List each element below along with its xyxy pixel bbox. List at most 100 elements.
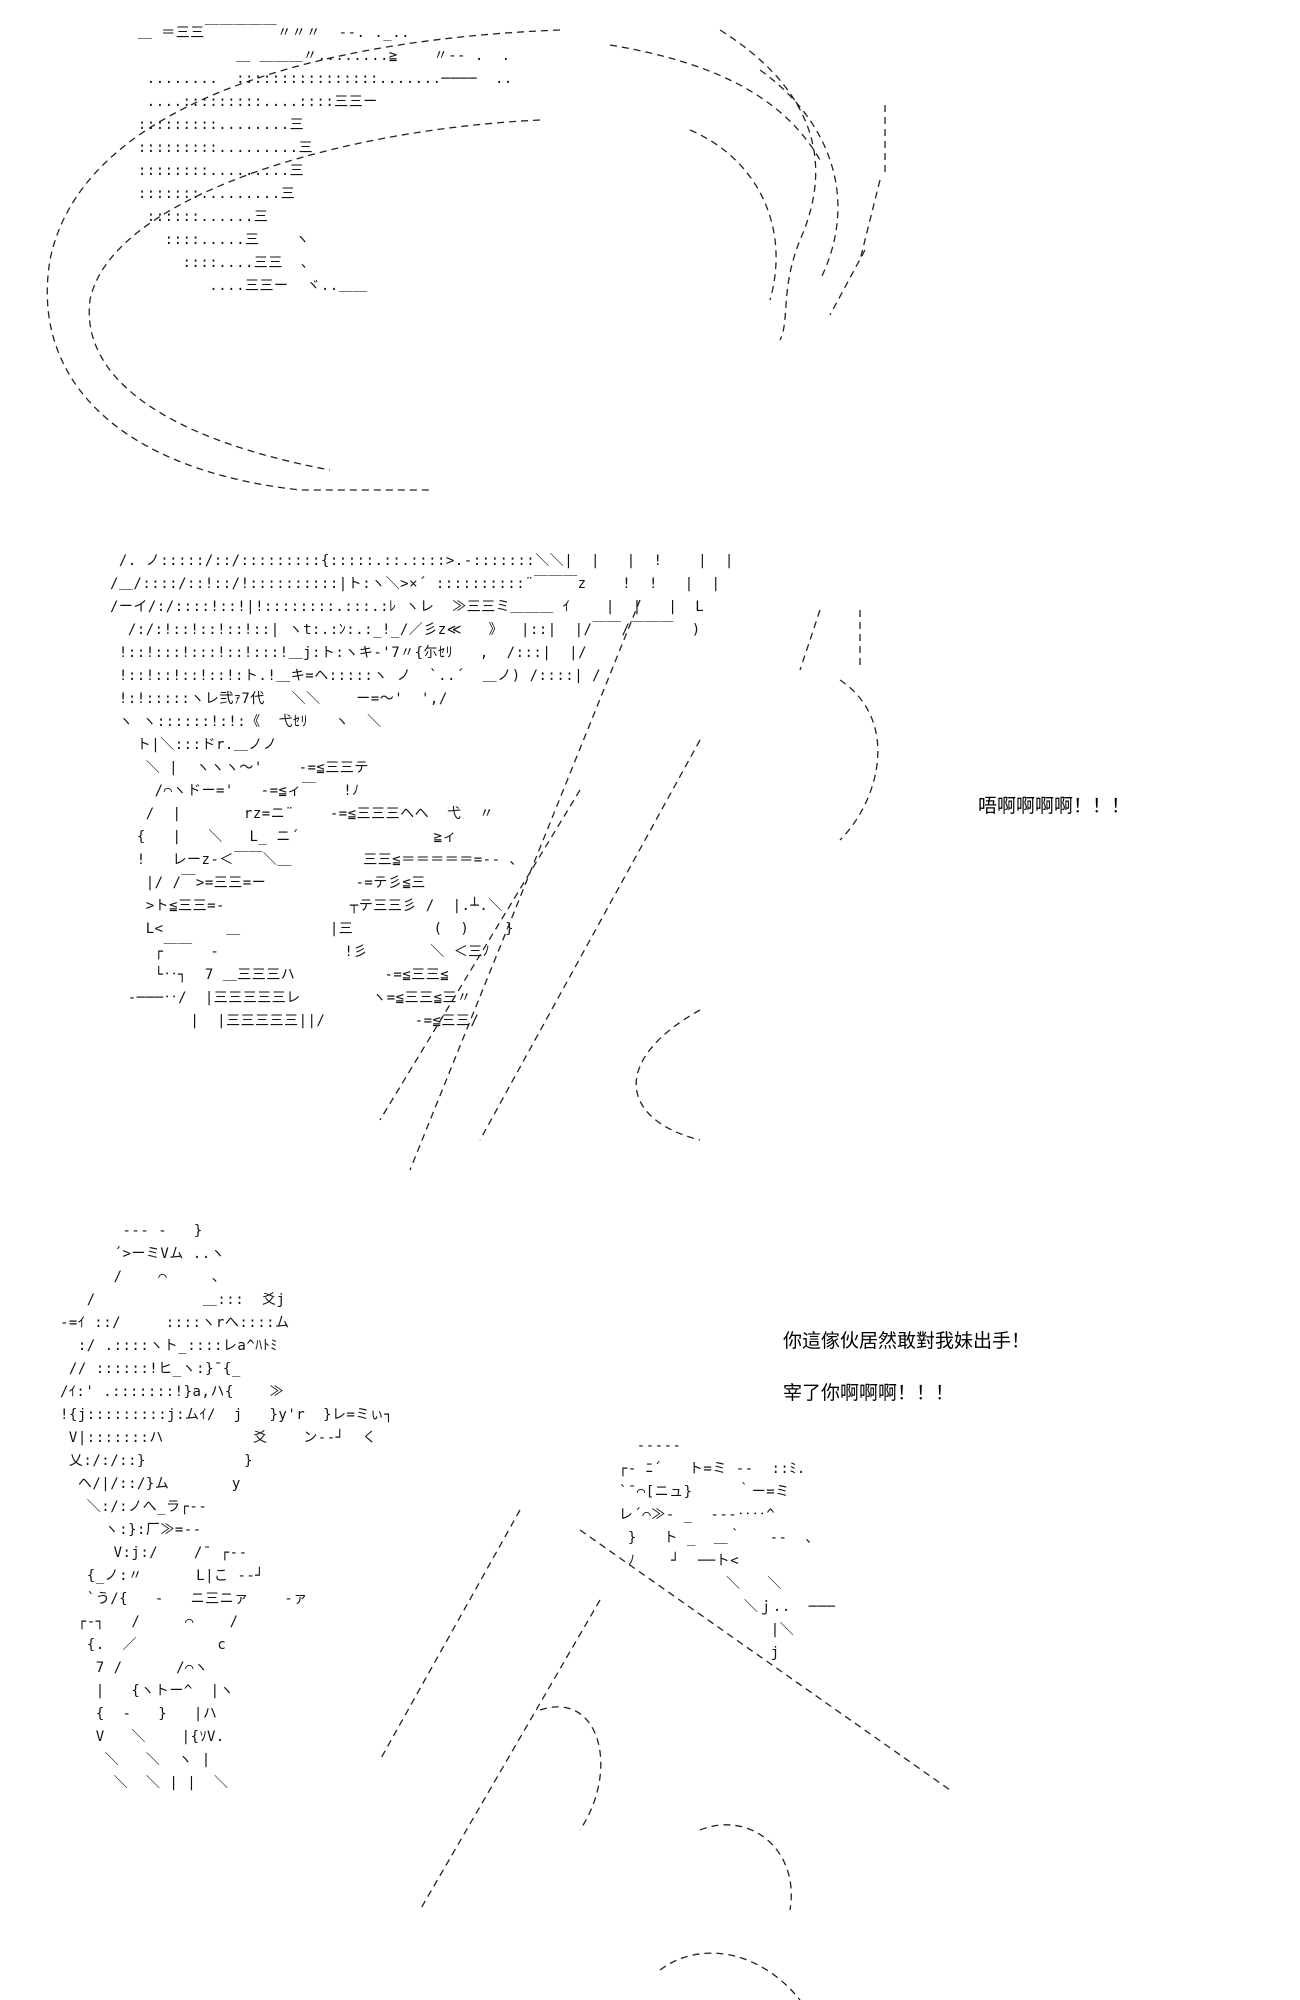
ascii-art-line: V|:::::::ハ 爻 ン--┘ く (60, 1430, 377, 1446)
ascii-art-line: ＼ ＼ | | ＼ (60, 1775, 229, 1791)
ascii-art-line: ┌‐ ﾆ´ ト=ミ ‐‐ ::ﾐ. (610, 1461, 806, 1477)
ascii-art-line: ::::.....三 ヽ (120, 232, 310, 248)
motion-line (799, 609, 821, 671)
swirl-upper-stroke (609, 44, 821, 161)
ascii-art-line: // ::::::!ヒ_ヽ:}¯{_ (60, 1361, 241, 1377)
motion-line (419, 1599, 601, 1911)
ascii-art-line: ＼ ＼ ヽ | (60, 1752, 211, 1768)
swirl-bar-2 (859, 179, 881, 261)
motion-curve (839, 679, 879, 841)
panel-scream: /. ノ:::::/::/:::::::::{:::::.::.::::>.‐:… (0, 540, 1300, 1180)
attack-lines (379, 1509, 951, 2000)
ascii-art-line: ヘ/|/::/}ム y (60, 1476, 241, 1492)
ascii-art-line: |/ /￣>=三三=ー -=テ彡≦三 (110, 875, 426, 891)
swirl-inner-arc (88, 119, 541, 471)
motion-line (379, 789, 581, 1121)
ascii-art-line: ト|＼:::ドr.＿ノノ (110, 737, 278, 753)
ascii-art-line: ....:::::::::....::::三三ー (120, 94, 378, 110)
ascii-art-line: -=ｲ ::/ ::::ヽrへ::::ム (60, 1315, 290, 1331)
ascii-art-line: ヽ ヽ::::::!:!:《 弋ｾﾘ ヽ ＼ (110, 714, 382, 730)
ascii-art-line: ::::....三三 、 (120, 255, 316, 271)
ascii-art-line: {. ／ c (60, 1637, 227, 1653)
ascii-art-line: └‥┐ 7 ＿三三三ハ -=≦三三≦ (110, 967, 450, 983)
ascii-art-line: ‐‐‐‐‐ (610, 1438, 682, 1454)
motion-lines (379, 599, 879, 1171)
ascii-art-line: ........ ::::::::::::::::.......──── .. (120, 71, 513, 87)
ascii-art-line: L< ＿ |三 ( ) } (110, 921, 515, 937)
ascii-art-line: >ト≦三三=- ┬テ三三彡 / |.┴.＼ (110, 898, 503, 914)
ascii-art-line: 7 / /⌒ヽ (60, 1660, 209, 1676)
dialogue-scream: 唔啊啊啊啊！！！ (978, 795, 1131, 817)
swirl-bar-3 (829, 249, 866, 316)
ascii-art-line: | {ヽトー^ |ヽ (60, 1683, 235, 1699)
motion-line (409, 599, 641, 1171)
ascii-art-line: --- - } (60, 1223, 203, 1239)
ascii-art-line: ＼ ＼ (610, 1576, 782, 1592)
fist-curve (539, 1706, 602, 1831)
ascii-art-line: 乂:/:/::} } (60, 1453, 254, 1469)
ascii-art-line: !::!:::!:::!::!:::!＿j:ト:ヽキ-'7〃{尓ｾﾘ , /::… (110, 645, 588, 661)
ascii-art-line: ＿ ＝三三￣￣￣￣￣〃〃〃 ‐‐. ._.. (120, 25, 411, 41)
ascii-art-line: ::::::......三 (120, 209, 269, 225)
fist-curve (699, 1824, 792, 1911)
ascii-art-line: ＼ | ヽヽヽ～' -=≦三三テ (110, 760, 369, 776)
ascii-art-line: / ⌒ 、 (60, 1269, 227, 1285)
swirl-right-stroke-1 (719, 29, 817, 341)
ascii-art-line: ＼:/:ノへ_ラ┌‐‐ (60, 1499, 208, 1515)
ascii-art-line: `¯⌒[ニュ} ｀ー=ミ (610, 1484, 790, 1500)
dialogue-line-2: 宰了你啊啊啊！！！ (783, 1382, 955, 1404)
panel-attack: --- - } ´>ーミVム ..ヽ / ⌒ 、 / ＿::: 爻j-=ｲ ::… (0, 1210, 1300, 2000)
ascii-art-line: j (610, 1645, 780, 1661)
swirl-right-stroke-2 (759, 69, 839, 281)
panel-swirl: ＿ ＝三三￣￣￣￣￣〃〃〃 ‐‐. ._.. ＿ ＿＿＿〃........≧ 〃… (0, 0, 1300, 540)
ascii-art-line: |＼ (610, 1622, 795, 1638)
ascii-art-line: /:/:!::!::!::!::| ヽt:.:ﾝ:.:_!_/／彡z≪ 》 |:… (110, 622, 701, 638)
ascii-art-line: { | ＼ L_ ニ´ ≧ィ (110, 829, 458, 845)
attack-ascii-art-right: ‐‐‐‐‐ ┌‐ ﾆ´ ト=ミ ‐‐ ::ﾐ. `¯⌒[ニュ} ｀ー=ミ レ´⌒… (610, 1435, 835, 1665)
ascii-art-line: ┌￣￣ - !彡 ＼ ＜三ﾉ (110, 944, 491, 960)
ascii-art-line: :/ .::::ヽト_::::レa^ﾊﾄﾐ (60, 1338, 278, 1354)
ascii-art-line: / | rz=ニ¨ -=≦三三三ヘヘ 弋 〃 (110, 806, 494, 822)
ascii-art-line: /ｲ:' .:::::::!}a,ハ{ ≫ (60, 1384, 285, 1400)
ascii-art-line: /⌒ヽドー=' -=≦ィ￣ !ﾉ (110, 783, 360, 799)
motion-line (379, 1509, 521, 1761)
ascii-art-line: レ´⌒≫‐ _ ‐‐‐‥‥^ (610, 1507, 776, 1523)
ascii-art-line: {_ノ:〃 L|こ ‐‐┘ (60, 1568, 265, 1584)
ascii-art-line: V:j:/ /¯ ┌‐‐ (60, 1545, 248, 1561)
motion-line (579, 1529, 951, 1791)
ascii-art-line: ＼ｊ.. ─── (610, 1599, 836, 1615)
ascii-art-line: !::!::!::!::!:ト.!＿キ=ヘ:::::ヽ ノ `..´ ＿ノ) /… (110, 668, 602, 684)
ascii-art-line: ┌‐┐ / ⌒ / (60, 1614, 239, 1630)
ascii-art-line: ヽ:}:厂≫=-- (60, 1522, 202, 1538)
swirl-right-stroke-3 (689, 129, 777, 301)
swirl-strokes (46, 29, 886, 491)
attack-ascii-art: --- - } ´>ーミVム ..ヽ / ⌒ 、 / ＿::: 爻j-=ｲ ::… (60, 1220, 393, 1795)
ascii-art-line: :::::::::........三 (120, 117, 305, 133)
swirl-ascii-art: ＿ ＝三三￣￣￣￣￣〃〃〃 ‐‐. ._.. ＿ ＿＿＿〃........≧ 〃… (120, 22, 513, 298)
ascii-art-line: V ＼ |{ｿV. (60, 1729, 225, 1745)
motion-line (479, 739, 701, 1141)
ascii-art-line: `う/{ - ニ三ニァ ‐ァ (60, 1591, 308, 1607)
ascii-art-line: !{j:::::::::j:ムｲ/ j }y'r }レ=ミぃ┐ (60, 1407, 394, 1423)
scream-ascii-art: /. ノ:::::/::/:::::::::{:::::.::.::::>.‐:… (110, 550, 734, 1033)
ascii-art-line: :::::::::.........三 (120, 140, 314, 156)
ascii-art-line: /ーイ/:/::::!::!|!::::::::.:::.:ﾚ ヽレ ≫三三ミ＿… (110, 599, 705, 615)
ascii-art-line: { ‐ } |ハ (60, 1706, 218, 1722)
ascii-art-line: ....三三ー ヾ..＿＿ (120, 278, 368, 294)
ascii-art-line: ::::::::.........三 (120, 163, 305, 179)
ascii-art-line: /＿/::::/::!::/!::::::::::|ト:ヽ＼>×´ ::::::… (110, 576, 721, 592)
ascii-art-line: ﾉ ┘ ──ト< (610, 1553, 740, 1569)
ascii-art-line: ! レーz-＜￣￣＼＿ 三三≦＝＝＝＝＝=-‐ 、 (110, 852, 524, 868)
ascii-art-line: / ＿::: 爻j (60, 1292, 286, 1308)
ascii-art-line: /. ノ:::::/::/:::::::::{:::::.::.::::>.‐:… (110, 553, 734, 569)
ascii-art-line: ´>ーミVム ..ヽ (60, 1246, 226, 1262)
ascii-art-line: ＿ ＿＿＿〃........≧ 〃‐- . . (120, 48, 511, 64)
ascii-art-line: :::::::.........三 (120, 186, 296, 202)
swirl-outer-arc (46, 29, 561, 491)
fist-curve (659, 1952, 801, 2000)
dialogue-line-1: 你這傢伙居然敢對我妹出手！ (783, 1330, 1031, 1352)
ascii-art-line: | |三三三三三||/ -=≦三三/ (110, 1013, 480, 1029)
ascii-art-line: !:!:::::ヽレ弐ｧ7代 ＼＼ ー=～' ',/ (110, 691, 448, 707)
ascii-art-line: } ト _ ＿｀ ‐‐ 、 (610, 1530, 820, 1546)
ascii-art-line: -───‥/ |三三三三三レ ヽ=≦三三≦三〃 (110, 990, 472, 1006)
